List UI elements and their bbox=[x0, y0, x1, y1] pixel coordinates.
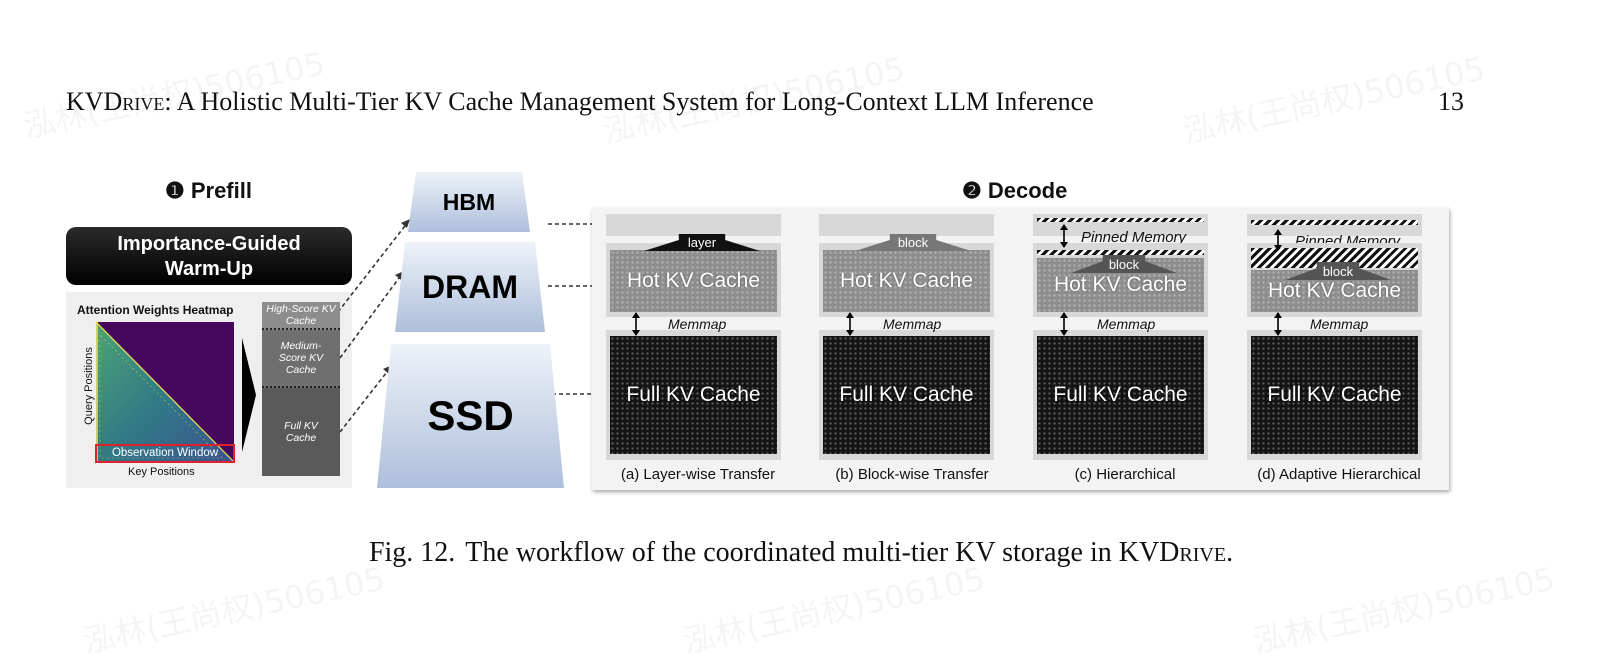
score-medium: Medium-Score KV Cache bbox=[262, 330, 340, 388]
caption-block-wise: (b) Block-wise Transfer bbox=[835, 466, 989, 483]
decode-column-adaptive-hierarchical: Pinned Memory Hot KV Cache block Full KV… bbox=[1247, 214, 1422, 474]
warmup-line1: Importance-Guided bbox=[117, 233, 301, 255]
pinned-hatch-top bbox=[1037, 218, 1204, 222]
hot-kv-cache-label: Hot KV Cache bbox=[839, 269, 974, 292]
memmap-label: Memmap bbox=[1310, 316, 1369, 332]
running-title-prefix: KVD bbox=[66, 87, 123, 116]
score-full: Full KV Cache bbox=[262, 388, 340, 476]
score-high-label: High-Score KV Cache bbox=[266, 303, 336, 327]
pinned-hatch bbox=[1037, 250, 1204, 255]
prefill-graphics bbox=[95, 219, 607, 463]
hbm-bar bbox=[1247, 214, 1422, 236]
full-kv-cache: Full KV Cache bbox=[1037, 336, 1204, 454]
full-kv-cache-label: Full KV Cache bbox=[626, 383, 761, 406]
tier-dram-label: DRAM bbox=[422, 268, 518, 305]
pinned-hatch bbox=[1251, 248, 1418, 268]
observation-window-label: Observation Window bbox=[111, 447, 219, 459]
heatmap-x-axis-label: Key Positions bbox=[128, 466, 195, 478]
memmap-label: Memmap bbox=[883, 316, 942, 332]
warmup-line2: Warm-Up bbox=[164, 258, 254, 280]
heatmap-diagonal bbox=[95, 321, 235, 463]
figure-caption-label: Fig. 12. bbox=[368, 537, 456, 568]
running-title-smallcaps: rive bbox=[122, 87, 165, 116]
figure-caption-suffix: . bbox=[1226, 537, 1234, 568]
pinned-hatch-top bbox=[1251, 220, 1418, 225]
score-full-label: Full KV Cache bbox=[284, 420, 318, 444]
hot-kv-cache: Hot KV Cache bbox=[610, 250, 777, 312]
full-kv-cache: Full KV Cache bbox=[1251, 336, 1418, 454]
memmap-label: Memmap bbox=[668, 316, 727, 332]
full-kv-cache: Full KV Cache bbox=[823, 336, 990, 454]
decode-title: ❷ Decode bbox=[962, 178, 1068, 203]
hot-kv-cache: Hot KV Cache bbox=[823, 250, 990, 312]
full-kv-cache-label: Full KV Cache bbox=[1053, 383, 1188, 406]
figure-caption-text: The workflow of the coordinated multi-ti… bbox=[465, 537, 1180, 568]
running-title-rest: : A Holistic Multi-Tier KV Cache Managem… bbox=[164, 87, 1094, 116]
figure-caption: Fig. 12. The workflow of the coordinated … bbox=[0, 537, 1602, 569]
tier-dram: DRAM bbox=[395, 242, 545, 332]
pinned-memory-label: Pinned Memory bbox=[1081, 229, 1187, 246]
tier-hbm-label: HBM bbox=[442, 188, 496, 215]
double-arrow-icon bbox=[632, 224, 1282, 336]
decode-column-block-wise: Hot KV Cache block Full KV Cache Memmap bbox=[819, 214, 994, 474]
running-title: KVDrive: A Holistic Multi-Tier KV Cache … bbox=[66, 87, 1094, 117]
figure-caption-smallcaps: rive bbox=[1179, 537, 1227, 568]
full-kv-cache-label: Full KV Cache bbox=[839, 383, 974, 406]
score-column: High-Score KV Cache Medium-Score KV Cach… bbox=[262, 302, 340, 476]
hbm-bar bbox=[606, 214, 781, 236]
warmup-banner: Importance-Guided Warm-Up bbox=[66, 227, 352, 285]
decode-column-layer-wise: Hot KV Cache layer Full KV Cache Memmap bbox=[606, 214, 781, 474]
layer-arrow-label: layer bbox=[687, 235, 717, 250]
caption-hierarchical: (c) Hierarchical bbox=[1074, 466, 1176, 483]
observation-window-box bbox=[95, 444, 235, 463]
decode-double-arrows bbox=[632, 224, 1282, 336]
tier-hbm: HBM bbox=[408, 172, 530, 232]
prefill-tier-arrows bbox=[337, 221, 600, 433]
figure-12: ❶ Prefill Importance-Guided Warm-Up Atte… bbox=[66, 0, 1449, 490]
score-high: High-Score KV Cache bbox=[262, 302, 340, 330]
full-kv-cache: Full KV Cache bbox=[610, 336, 777, 454]
hot-kv-cache-label: Hot KV Cache bbox=[1053, 273, 1188, 296]
prefill-arrow-icon bbox=[242, 338, 256, 452]
block-arrow-label: block bbox=[1108, 257, 1140, 272]
score-medium-label: Medium-Score KV Cache bbox=[278, 340, 324, 376]
tier-ssd: SSD bbox=[377, 344, 564, 488]
heatmap-attention-texture bbox=[99, 334, 223, 459]
hot-kv-cache-label: Hot KV Cache bbox=[1267, 279, 1402, 302]
caption-adaptive-hierarchical: (d) Adaptive Hierarchical bbox=[1257, 466, 1421, 483]
tier-ssd-label: SSD bbox=[427, 392, 514, 439]
memmap-label: Memmap bbox=[1097, 316, 1156, 332]
heatmap-title: Attention Weights Heatmap bbox=[77, 303, 234, 317]
caption-layer-wise: (a) Layer-wise Transfer bbox=[620, 466, 776, 483]
full-kv-cache-label: Full KV Cache bbox=[1267, 383, 1402, 406]
prefill-title: ❶ Prefill bbox=[165, 178, 252, 203]
decode-column-hierarchical: Pinned Memory Hot KV Cache block Full KV… bbox=[1033, 214, 1208, 474]
hot-kv-cache-label: Hot KV Cache bbox=[626, 269, 761, 292]
block-arrow-label: block bbox=[897, 235, 929, 250]
page-number: 13 bbox=[1438, 87, 1464, 116]
hbm-bar bbox=[819, 214, 994, 236]
block-arrow-label: block bbox=[1322, 264, 1354, 279]
